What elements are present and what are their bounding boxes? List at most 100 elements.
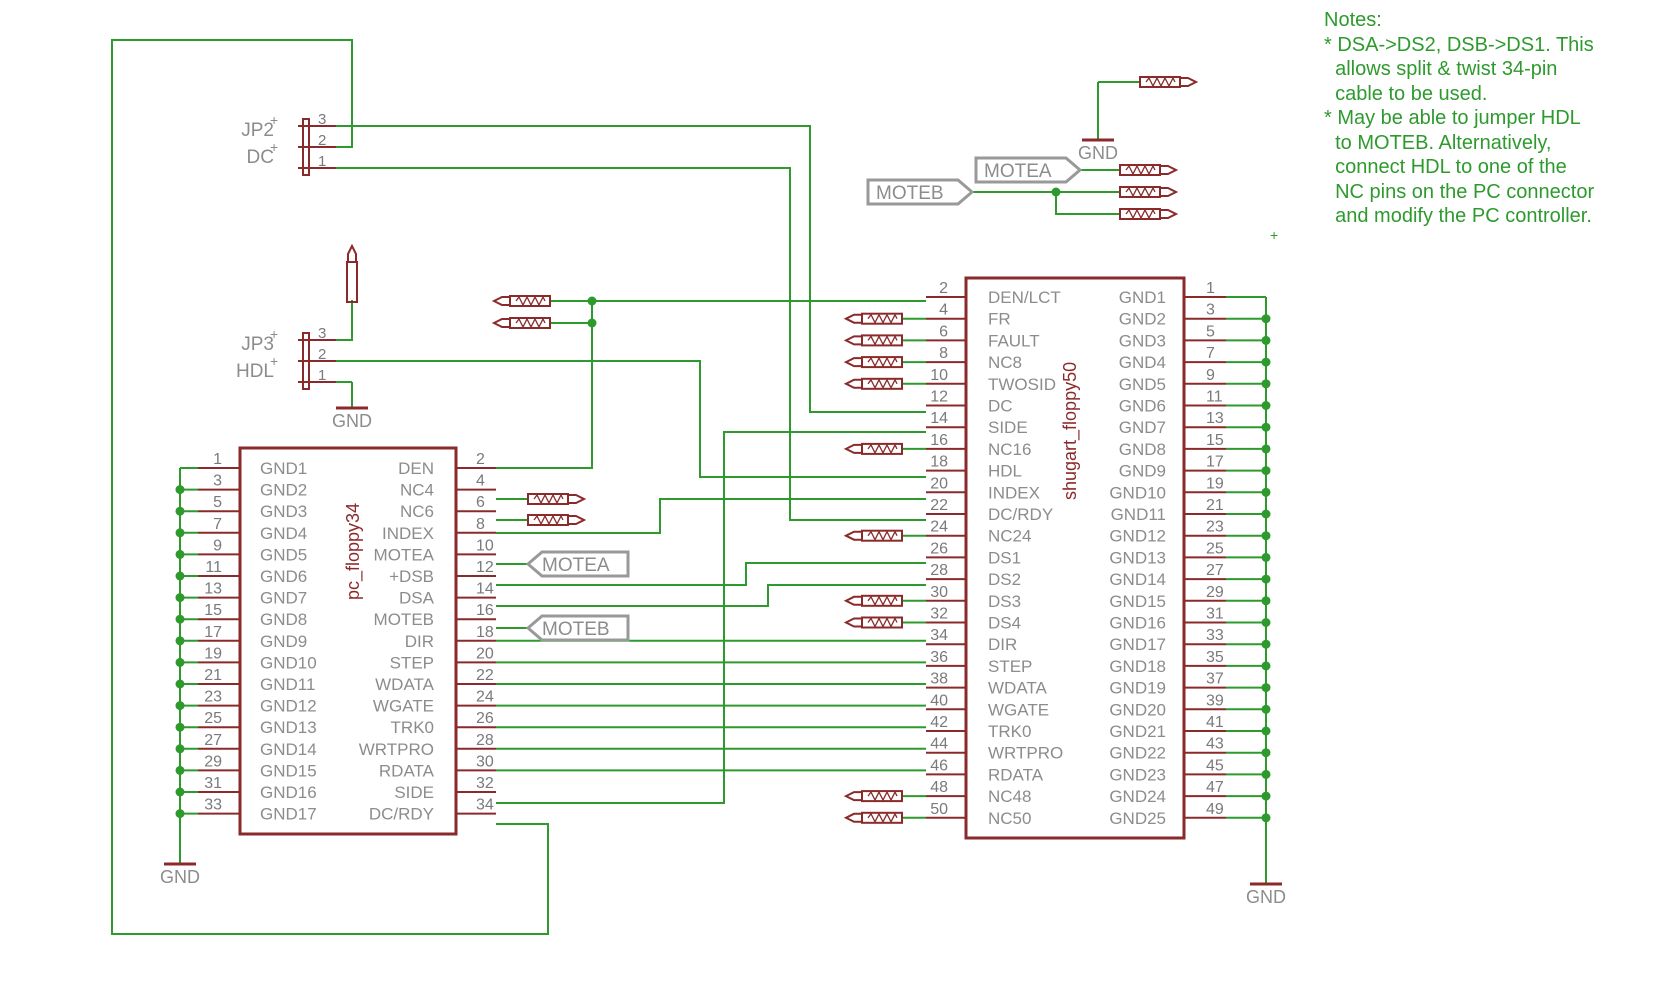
pin-number: 16 bbox=[476, 602, 494, 619]
pin-number: 42 bbox=[930, 714, 948, 731]
ground-label: GND bbox=[160, 867, 200, 887]
resistor-zigzag bbox=[867, 812, 898, 824]
pin-label: GND12 bbox=[1109, 527, 1166, 546]
pin-number: 30 bbox=[930, 584, 948, 601]
pin-label: WGATE bbox=[373, 697, 434, 716]
pin-number: 22 bbox=[930, 497, 948, 514]
pin-number: 47 bbox=[1206, 779, 1224, 796]
pullup-resistor bbox=[843, 594, 903, 607]
wires-layer bbox=[111, 39, 1271, 935]
resistor-zigzag bbox=[867, 443, 898, 455]
pin-number: 21 bbox=[1206, 497, 1224, 514]
junction-dot bbox=[1261, 487, 1271, 497]
pin-number: 34 bbox=[930, 627, 948, 644]
junction-dot bbox=[1261, 379, 1271, 389]
pin-label: GND3 bbox=[260, 502, 307, 521]
pullup-resistor bbox=[491, 295, 551, 307]
pin-number: 1 bbox=[213, 451, 222, 468]
notes-line: cable to be used. bbox=[1324, 82, 1488, 105]
pin-label: GND9 bbox=[260, 632, 307, 651]
pin-number: 11 bbox=[205, 559, 222, 576]
jp3-value: HDL bbox=[236, 361, 274, 382]
pin-number: 43 bbox=[1206, 736, 1224, 753]
pin-label: GND14 bbox=[260, 740, 317, 759]
pin-label: DS4 bbox=[988, 614, 1021, 633]
pin-number: 26 bbox=[476, 710, 494, 727]
supply-arrow bbox=[843, 791, 863, 802]
pin-label: GND10 bbox=[260, 653, 317, 672]
supply-arrow bbox=[1159, 187, 1179, 197]
pin-number: 31 bbox=[204, 775, 222, 792]
pin-number: 30 bbox=[476, 753, 494, 770]
pin-label: GND7 bbox=[260, 589, 307, 608]
pin-number: 9 bbox=[213, 537, 222, 554]
pin-number: 36 bbox=[930, 649, 948, 666]
junction-dot bbox=[1261, 704, 1271, 714]
resistor-zigzag bbox=[1145, 76, 1176, 88]
pin-number: 19 bbox=[1206, 475, 1224, 492]
resistor-zigzag bbox=[1125, 186, 1156, 198]
notes-line: NC pins on the PC connector bbox=[1324, 180, 1595, 203]
pin-label: TRK0 bbox=[391, 718, 434, 737]
pin-label: DS3 bbox=[988, 592, 1021, 611]
pin-number: 2 bbox=[939, 280, 948, 297]
junction-dot bbox=[1261, 661, 1271, 671]
pin-label: GND2 bbox=[1119, 310, 1166, 329]
pullup-resistor bbox=[843, 356, 903, 369]
pin-label: TRK0 bbox=[988, 722, 1031, 741]
pin-number: 50 bbox=[930, 801, 948, 818]
pullup-resistor bbox=[843, 334, 903, 347]
pin-number: 22 bbox=[476, 667, 494, 684]
pin-number: 14 bbox=[476, 581, 494, 598]
pin-number: 18 bbox=[930, 454, 948, 471]
junction-dot bbox=[175, 744, 185, 754]
pin-label: GND13 bbox=[1109, 548, 1166, 567]
resistor-body bbox=[346, 261, 358, 303]
wire-dc-rdy bbox=[336, 167, 926, 521]
pin-number: 21 bbox=[204, 667, 222, 684]
junction-dot bbox=[175, 657, 185, 667]
resistor-zigzag bbox=[533, 514, 564, 526]
pin-number: 25 bbox=[1206, 540, 1224, 557]
junction-dot bbox=[175, 701, 185, 711]
pc-connector-name: pc_floppy34 bbox=[343, 503, 364, 600]
supply-arrow bbox=[1159, 165, 1179, 175]
pin-number: 2 bbox=[476, 451, 485, 468]
pin-label: GND3 bbox=[1119, 331, 1166, 350]
pin-number: 19 bbox=[204, 645, 222, 662]
junction-dot bbox=[1261, 531, 1271, 541]
pin-label: STEP bbox=[988, 657, 1032, 676]
pin-label: GND8 bbox=[1119, 440, 1166, 459]
pin-number: 1 bbox=[318, 367, 326, 384]
pullup-resistor bbox=[1119, 164, 1179, 176]
moteb-flag-text: MOTEB bbox=[876, 183, 944, 204]
origin-mark: + bbox=[270, 326, 278, 342]
pullup-resistor bbox=[843, 790, 903, 803]
pin-number: 11 bbox=[1206, 389, 1223, 406]
junction-dot bbox=[175, 593, 185, 603]
junction-dot bbox=[1261, 769, 1271, 779]
pin-number: 40 bbox=[930, 692, 948, 709]
pin-label: GND17 bbox=[260, 805, 317, 824]
pin-number: 39 bbox=[1206, 692, 1224, 709]
pin-label: WRTPRO bbox=[359, 740, 434, 759]
wire-dcrdy bbox=[111, 39, 549, 935]
pullup-resistor bbox=[1119, 186, 1179, 198]
pin-label: GND15 bbox=[260, 761, 317, 780]
pullup-resistor bbox=[843, 529, 903, 542]
wire-jp3-pullup bbox=[336, 300, 353, 341]
origin-mark: + bbox=[1270, 227, 1278, 243]
supply-arrow bbox=[1159, 209, 1179, 219]
pin-label: WDATA bbox=[988, 679, 1048, 698]
notes-line: allows split & twist 34-pin bbox=[1324, 58, 1558, 80]
junction-dot bbox=[1261, 791, 1271, 801]
notes-line: * May be able to jumper HDL bbox=[1324, 107, 1581, 129]
notes-line: * DSA->DS2, DSB->DS1. This bbox=[1324, 33, 1594, 56]
pin-label: GND1 bbox=[1119, 288, 1166, 307]
pin-label: INDEX bbox=[988, 483, 1040, 502]
pin-number: 18 bbox=[476, 624, 494, 641]
supply-arrow bbox=[491, 296, 511, 306]
pin-label: DSA bbox=[399, 589, 435, 608]
pullup-resistor bbox=[527, 493, 587, 505]
pin-number: 14 bbox=[930, 410, 948, 427]
